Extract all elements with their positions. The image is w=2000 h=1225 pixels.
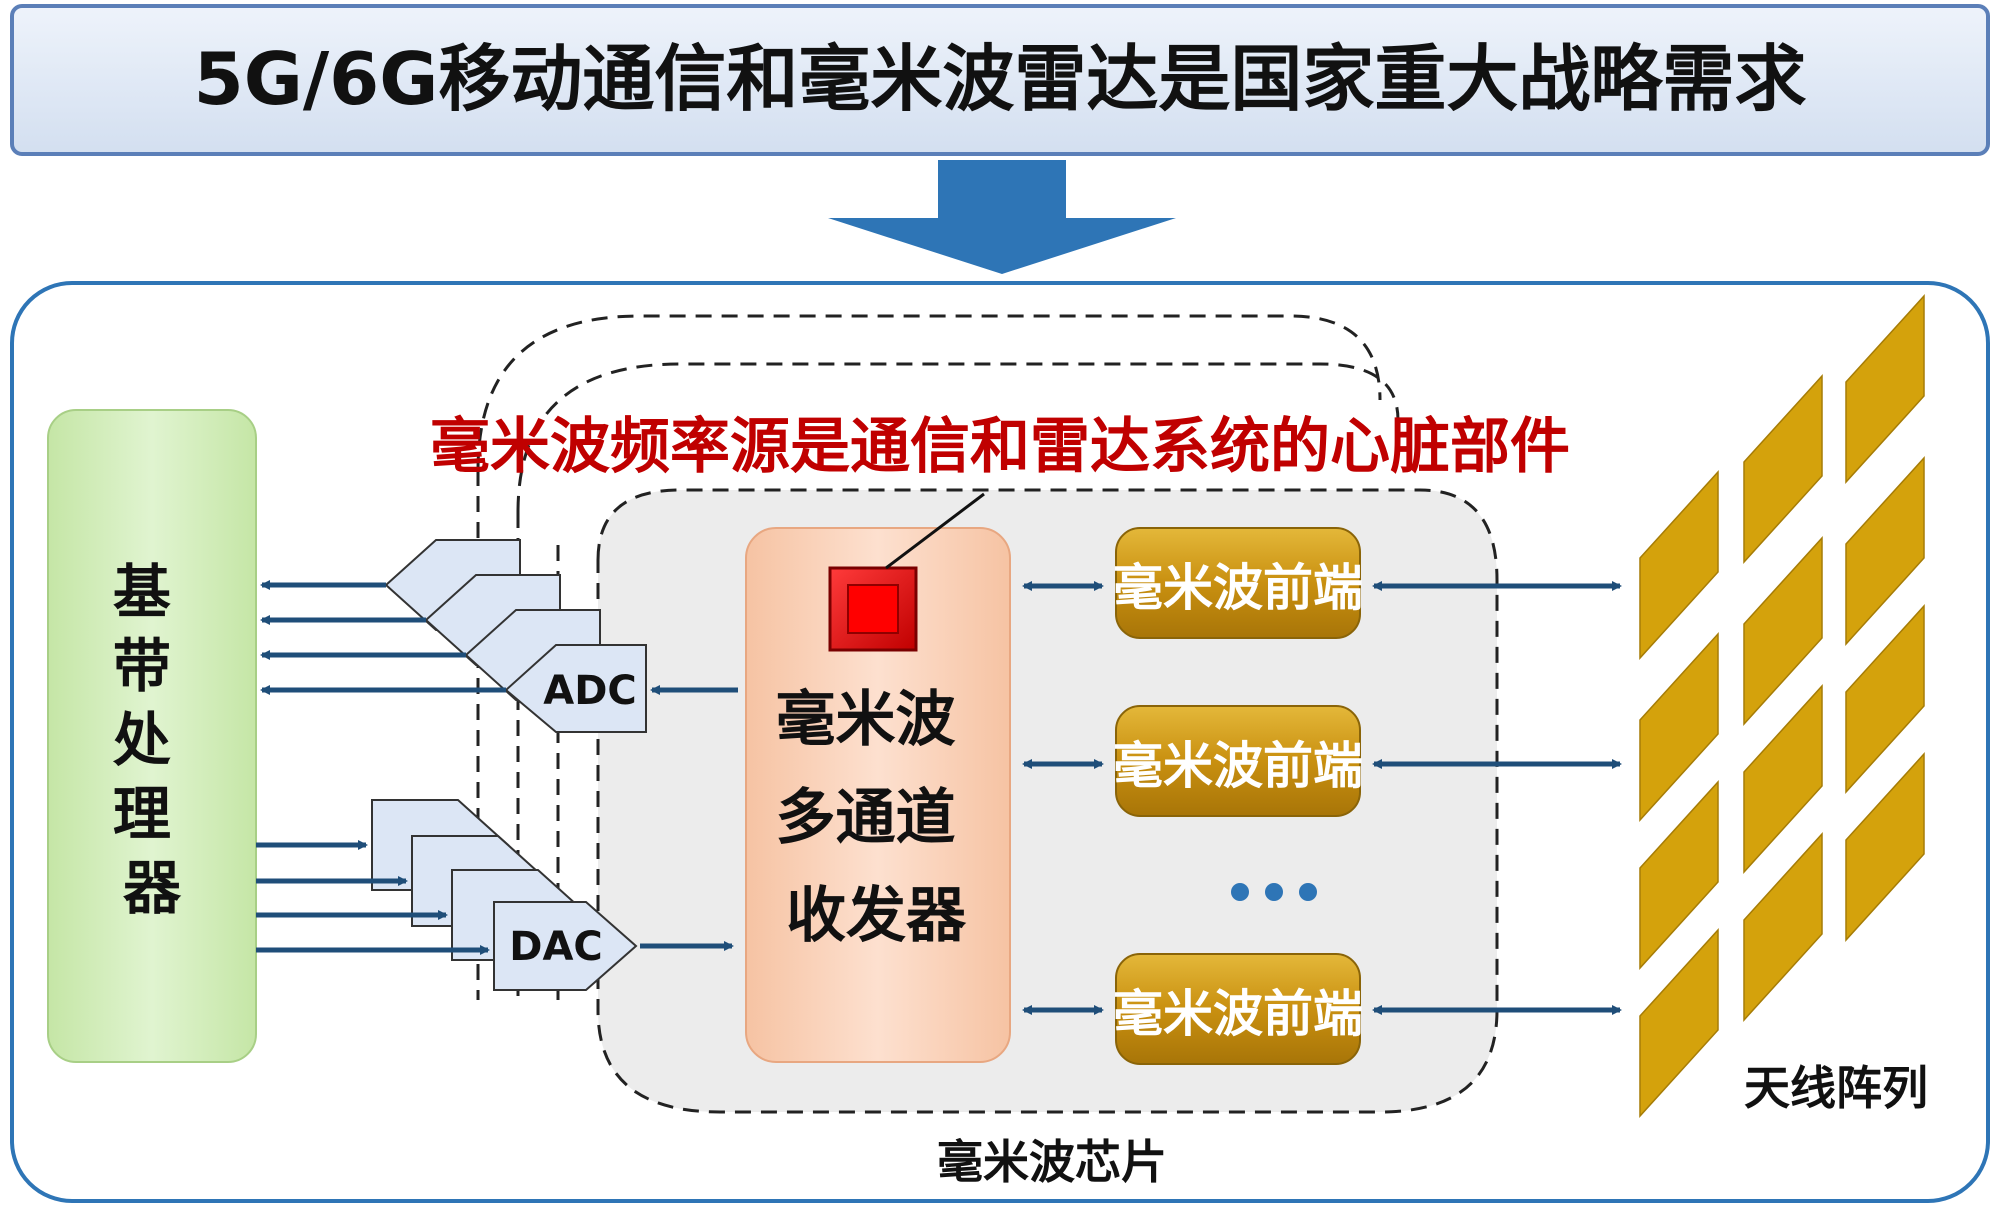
chip-layer-back — [476, 314, 1382, 471]
ellipsis-icon — [1231, 883, 1317, 901]
chip-layer-middle — [516, 362, 1400, 513]
adc-to-baseband-arrows — [260, 580, 506, 695]
transceiver-frontend-arrows — [1022, 581, 1104, 1015]
baseband-processor — [47, 409, 257, 1063]
chip-label: 毫米波芯片 — [937, 1135, 1167, 1189]
baseband-to-dac-arrows — [256, 840, 490, 955]
page-title: 5G/6G移动通信和毫米波雷达是国家重大战略需求 — [194, 37, 1807, 121]
frontend-antenna-arrows — [1372, 581, 1622, 1015]
frontend-label: 毫米波前端 — [1113, 559, 1363, 617]
frontend-2: 毫米波前端 — [1113, 705, 1363, 817]
dac-label: DAC — [509, 924, 603, 970]
frontend-label: 毫米波前端 — [1113, 737, 1363, 795]
frontend-label: 毫米波前端 — [1113, 985, 1363, 1043]
transceiver-label: 毫米波 多通道 收发器 — [776, 685, 977, 951]
title-box — [10, 4, 1990, 156]
antenna-label: 天线阵列 — [1744, 1061, 1928, 1115]
transceiver-block — [745, 527, 1011, 1063]
pointer-line — [885, 492, 985, 570]
frontend-3: 毫米波前端 — [1113, 953, 1363, 1065]
dac-block — [493, 901, 638, 991]
antenna-array — [1639, 294, 1925, 1118]
baseband-label: 基 带 处 理 器 — [113, 558, 191, 922]
frequency-source-icon — [828, 566, 918, 652]
adc-label: ADC — [543, 668, 637, 714]
frontend-1: 毫米波前端 — [1113, 527, 1363, 639]
highlight-statement: 毫米波频率源是通信和雷达系统的心脏部件 — [430, 412, 1570, 482]
down-arrow-icon — [828, 160, 1176, 274]
adc-block — [504, 644, 647, 733]
